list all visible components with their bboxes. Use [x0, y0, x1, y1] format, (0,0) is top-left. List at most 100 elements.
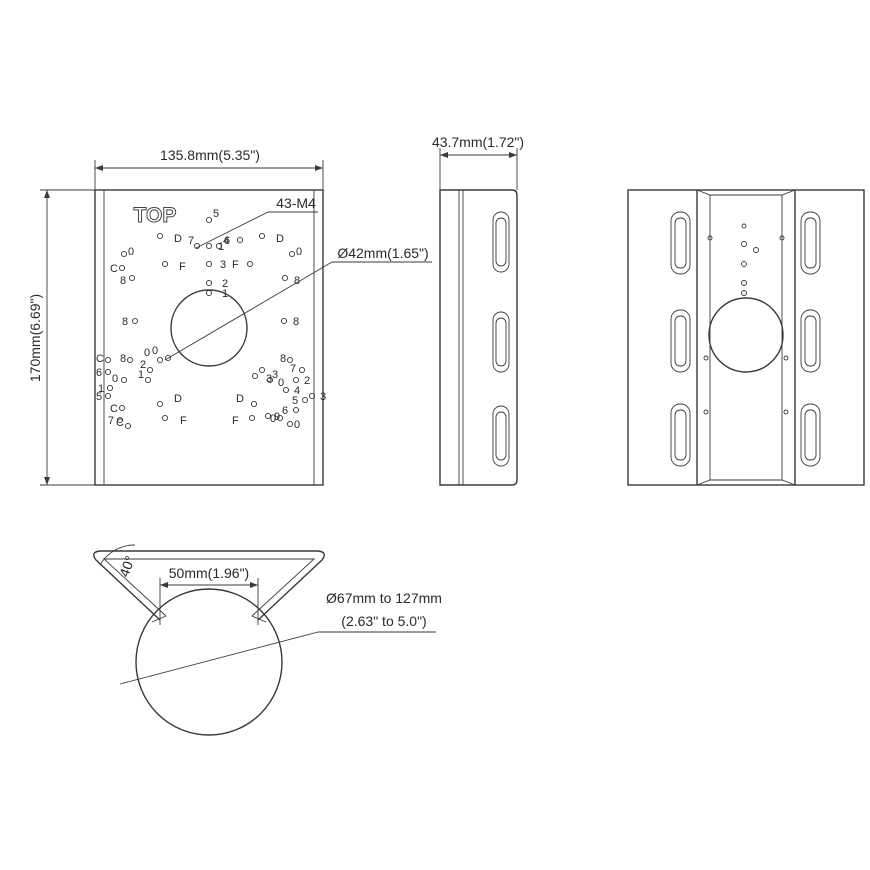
mounting-hole — [104, 356, 112, 364]
hole-label: 7 — [188, 235, 194, 247]
hole-label: F — [179, 261, 186, 273]
mounting-hole — [205, 242, 213, 250]
hole-label: 3 — [272, 369, 278, 381]
mounting-hole — [236, 236, 244, 244]
mounting-hole — [205, 279, 213, 287]
hole-label: 2 — [222, 278, 228, 290]
center-hole-label: Ø42mm(1.65") — [337, 245, 428, 261]
hole-label: 0 — [270, 413, 276, 425]
mounting-hole — [104, 392, 112, 400]
hole-label: 8 — [280, 353, 286, 365]
height-dim-label: 170mm(6.69") — [27, 294, 43, 382]
hole-label: D — [174, 233, 182, 245]
front-plate — [94, 189, 324, 486]
mounting-hole — [246, 260, 254, 268]
mounting-hole — [205, 216, 213, 224]
hole-label: 0 — [278, 377, 284, 389]
hole-label: 0 — [294, 419, 300, 431]
back-center-hole — [708, 297, 784, 373]
mounting-hole — [118, 404, 126, 412]
back-view — [627, 189, 865, 486]
side-body — [439, 189, 518, 486]
pole-range-label-2: (2.63" to 5.0") — [341, 613, 426, 629]
hole-label: C — [96, 353, 104, 365]
mounting-hole — [146, 366, 154, 374]
mounting-hole — [205, 260, 213, 268]
hole-label: C — [110, 263, 118, 275]
hole-label: 1 — [98, 383, 104, 395]
mounting-hole — [288, 250, 296, 258]
mounting-hole — [282, 386, 290, 394]
mounting-hole — [161, 260, 169, 268]
hole-label: C — [110, 403, 118, 415]
angle-label: 40° — [116, 554, 138, 579]
hole-label: 5 — [213, 208, 219, 220]
back-plate — [627, 189, 865, 486]
hole-label: 3 — [220, 259, 226, 271]
mounting-hole — [258, 232, 266, 240]
pole-circle — [135, 588, 283, 736]
mounting-hole — [292, 376, 300, 384]
hole-label: 2 — [304, 375, 310, 387]
hole-label: 5 — [96, 391, 102, 403]
mounting-hole — [301, 396, 309, 404]
mounting-hole — [264, 412, 272, 420]
mounting-hole — [128, 274, 136, 282]
mounting-hole — [250, 400, 258, 408]
mounting-hole — [251, 372, 259, 380]
mounting-hole — [126, 356, 134, 364]
bracket-outline — [93, 550, 325, 621]
width-dim-label: 135.8mm(5.35") — [160, 147, 260, 163]
mounting-hole — [124, 422, 132, 430]
mounting-hole — [248, 414, 256, 422]
hole-label: 8 — [294, 275, 300, 287]
mounting-hole — [292, 406, 300, 414]
mounting-hole — [286, 356, 294, 364]
mounting-hole — [120, 376, 128, 384]
hole-label: F — [232, 259, 239, 271]
mounting-hole — [276, 414, 284, 422]
mounting-hole — [161, 414, 169, 422]
hole-label: 0 — [112, 373, 118, 385]
mounting-hole — [298, 366, 306, 374]
hole-label: 8 — [120, 353, 126, 365]
pole-range-label-1: Ø67mm to 127mm — [326, 590, 442, 606]
hole-label: F — [180, 415, 187, 427]
hole-label: 6 — [96, 367, 102, 379]
depth-dim-label: 43.7mm(1.72") — [432, 134, 524, 150]
mounting-hole — [116, 416, 124, 424]
side-slots — [492, 211, 510, 467]
hole-label: 9 — [274, 411, 280, 423]
hole-label: 3 — [266, 373, 272, 385]
hole-label: 0 — [144, 347, 150, 359]
side-view: 43.7mm(1.72") — [432, 134, 524, 486]
hole-label: 8 — [293, 316, 299, 328]
mounting-hole — [281, 274, 289, 282]
mounting-hole — [266, 376, 274, 384]
mounting-hole — [144, 376, 152, 384]
gap-dim-label: 50mm(1.96") — [169, 565, 249, 581]
hole-label: D — [236, 393, 244, 405]
hole-label: C — [116, 417, 124, 429]
hole-label: 2 — [140, 359, 146, 371]
mounting-hole — [280, 317, 288, 325]
hole-label: 4 — [223, 235, 229, 247]
center-hole — [170, 289, 248, 367]
hole-label: 1 — [138, 369, 144, 381]
mounting-hole — [106, 384, 114, 392]
mounting-hole — [193, 242, 201, 250]
mounting-hole — [258, 366, 266, 374]
hole-label: 8 — [122, 316, 128, 328]
hole-label: D — [174, 393, 182, 405]
mounting-hole — [156, 400, 164, 408]
hole-label: 4 — [294, 385, 300, 397]
mounting-hole — [308, 392, 316, 400]
mounting-hole — [104, 368, 112, 376]
top-label: TOP — [134, 204, 177, 227]
plan-view: 40° 50mm(1.96") Ø67mm to 127mm (2.63" to… — [93, 544, 442, 736]
mounting-hole — [156, 356, 164, 364]
mounting-hole — [164, 354, 172, 362]
hole-label: F — [232, 415, 239, 427]
